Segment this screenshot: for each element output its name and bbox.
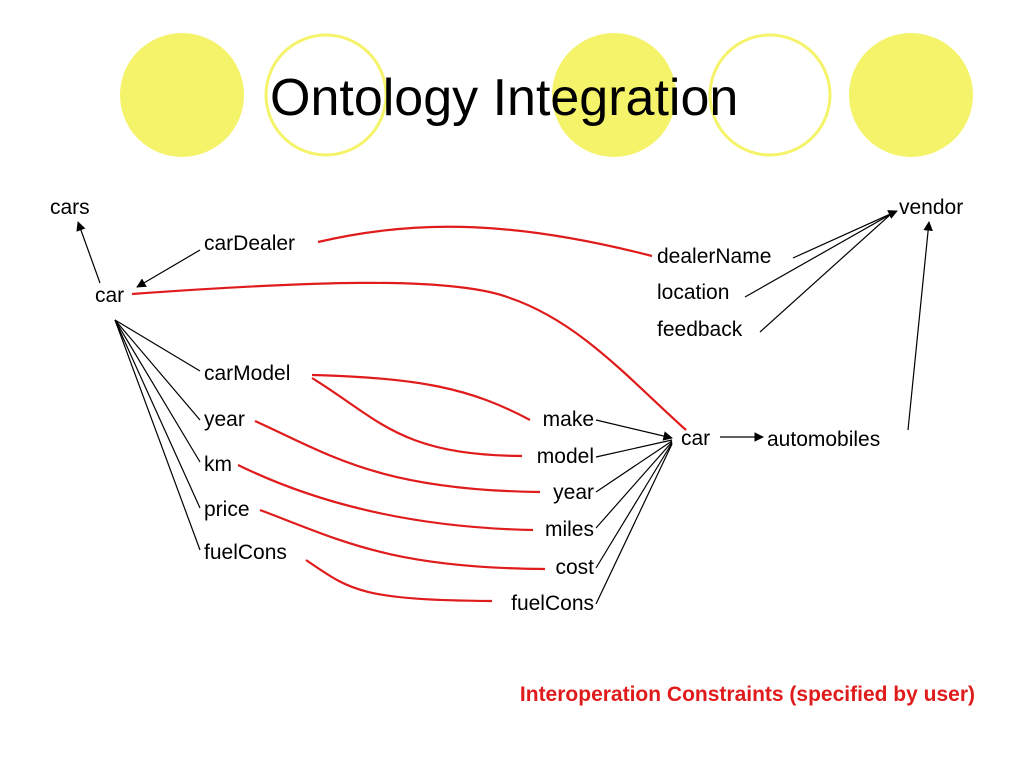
mapping-price-cost [259, 508, 546, 571]
mapping-year-year [254, 419, 541, 494]
edge-model-car [595, 439, 673, 458]
right-attr-model: model [537, 445, 594, 468]
edge-make-car [595, 419, 673, 441]
edge-cardealer-to-car [136, 249, 201, 288]
mapping-car-car [131, 281, 687, 431]
ontology-edges [76, 210, 933, 605]
right-ontology: vendor dealerName location feedback car … [511, 196, 963, 615]
decor-circle-3 [552, 33, 676, 157]
right-vendor-location: location [657, 281, 729, 304]
mapping-carmodel-make [311, 373, 531, 421]
right-attr-fuelcons: fuelCons [511, 592, 594, 615]
edge-car-carmodel [114, 319, 201, 372]
edge-car-year [114, 319, 201, 421]
edge-car-fuelcons [114, 319, 201, 551]
mapping-fuelcons-fuelcons [305, 559, 493, 603]
edge-car-km [114, 319, 201, 463]
left-attr-fuelcons: fuelCons [204, 541, 287, 564]
mapping-carmodel-model [311, 377, 523, 458]
right-root-vendor: vendor [899, 196, 963, 219]
left-ontology: cars car carDealer carModel year km pric… [50, 196, 295, 564]
right-attr-year: year [553, 481, 594, 504]
edge-fuelcons-car [595, 443, 673, 605]
interoperation-footnote: Interoperation Constraints (specified by… [520, 683, 975, 706]
right-vendor-dealername: dealerName [657, 245, 771, 268]
left-cardealer: carDealer [204, 232, 295, 255]
right-attr-miles: miles [545, 518, 594, 541]
right-attr-cost: cost [555, 556, 594, 579]
right-class-car: car [681, 427, 710, 450]
left-attr-price: price [204, 498, 250, 521]
decor-circle-1 [120, 33, 244, 157]
edge-cost-car [595, 442, 673, 569]
right-attr-make: make [543, 408, 594, 431]
right-collection-automobiles: automobiles [767, 428, 880, 451]
edge-year-car [595, 440, 673, 493]
edge-dealername-vendor [792, 210, 898, 259]
left-attr-km: km [204, 453, 232, 476]
edge-car-to-cars [76, 221, 101, 284]
decor-circle-5 [849, 33, 973, 157]
edge-automobiles-vendor [907, 221, 933, 431]
left-class-car: car [95, 284, 124, 307]
mapping-cardealer-dealername [317, 225, 653, 258]
right-vendor-feedback: feedback [657, 318, 743, 341]
decor-circle-2 [264, 33, 388, 157]
edge-miles-car [595, 441, 673, 529]
interoperation-mappings [131, 225, 687, 603]
left-root-cars: cars [50, 196, 90, 219]
decorative-circles [120, 33, 973, 157]
edge-car-price [114, 319, 201, 509]
left-attr-carmodel: carModel [204, 362, 290, 385]
edge-location-vendor [744, 212, 894, 298]
edge-feedback-vendor [759, 213, 892, 333]
left-attr-year: year [204, 408, 245, 431]
decor-circle-4 [708, 33, 832, 157]
mapping-km-miles [237, 464, 534, 532]
slide-title: Ontology Integration [270, 69, 738, 127]
